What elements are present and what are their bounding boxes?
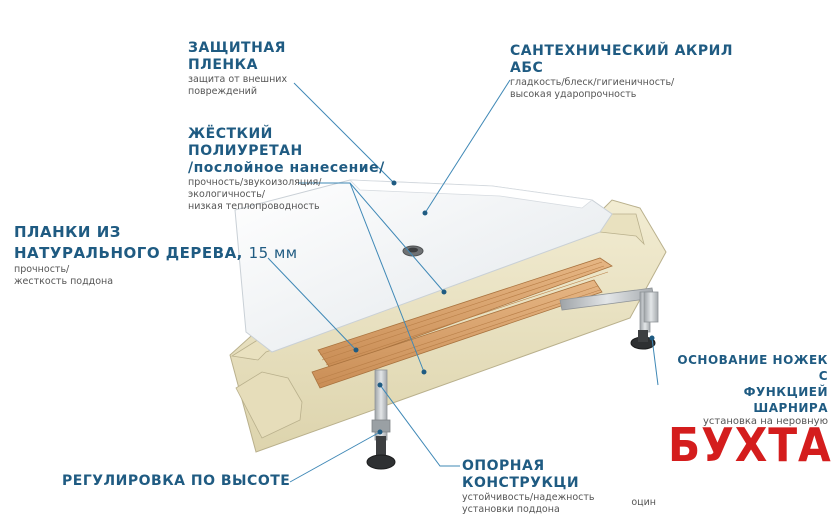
acrylic-title-1: САНТЕХНИЧЕСКИЙ АКРИЛ (510, 43, 733, 59)
wood-title-2: НАТУРАЛЬНОГО ДЕРЕВА, (14, 244, 243, 262)
label-leg-base: ОСНОВАНИЕ НОЖЕК С ФУНКЦИЕЙ ШАРНИРА устан… (668, 352, 828, 428)
polyurethane-desc-2: экологичность/ (188, 189, 266, 200)
acrylic-desc-2: высокая ударопрочность (510, 89, 637, 100)
leader-height (289, 431, 381, 483)
leader-protective-film (293, 82, 395, 184)
protective-film-title-1: ЗАЩИТНАЯ (188, 40, 286, 56)
wood-title-size: 15 мм (248, 244, 298, 262)
wood-desc-2: жесткость поддона (14, 276, 114, 287)
wood-desc-1: прочность/ (14, 264, 70, 275)
leader-lines (267, 79, 659, 483)
label-acrylic: САНТЕХНИЧЕСКИЙ АКРИЛ АБС гладкость/блеск… (510, 43, 733, 101)
label-height-adjust: РЕГУЛИРОВКА ПО ВЫСОТЕ (62, 473, 290, 490)
protective-film-desc-2: повреждений (188, 86, 258, 97)
label-support: ОПОРНАЯ КОНСТРУКЦИ устойчивость/надежнос… (462, 458, 658, 516)
polyurethane-desc-3: низкая теплопроводность (188, 201, 320, 212)
protective-film-title-2: ПЛЕНКА (188, 57, 258, 73)
acrylic-title-2: АБС (510, 60, 544, 76)
support-desc-tail: оцин (631, 497, 656, 508)
polyurethane-desc-1: прочность/звукоизоляция/ (188, 177, 322, 188)
acrylic-desc-1: гладкость/блеск/гигиеничность/ (510, 77, 675, 88)
support-title: ОПОРНАЯ КОНСТРУКЦИ (462, 458, 580, 491)
acrylic-rim (348, 179, 593, 209)
leader-leg-base (651, 337, 659, 386)
support-desc-block: устойчивость/надежность установки поддон… (462, 492, 658, 516)
polyurethane-title-2: ПОЛИУРЕТАН (188, 143, 303, 159)
brand-logo: БУХТА (668, 418, 832, 472)
label-wood-planks: ПЛАНКИ ИЗ НАТУРАЛЬНОГО ДЕРЕВА, 15 мм про… (14, 222, 298, 288)
label-protective-film: ЗАЩИТНАЯ ПЛЕНКА защита от внешних повреж… (188, 40, 287, 98)
leader-wood (267, 257, 357, 351)
height-adjust-title: РЕГУЛИРОВКА ПО ВЫСОТЕ (62, 473, 291, 489)
protective-film-desc-1: защита от внешних (188, 74, 288, 85)
support-desc-2: установки поддона (462, 504, 560, 515)
polyurethane-title-3: /послойное нанесение/ (188, 160, 385, 176)
support-desc-1: устойчивость/надежность (462, 492, 595, 503)
leader-dots (353, 180, 655, 435)
leg-left-foot (366, 454, 396, 470)
leader-polyurethane-2 (349, 182, 425, 373)
leader-acrylic (424, 79, 511, 214)
wood-title-1: ПЛАНКИ ИЗ (14, 223, 121, 241)
leader-support (379, 384, 460, 467)
leg-base-title-2: ФУНКЦИЕЙ ШАРНИРА (743, 385, 828, 415)
wood-title-2-row: НАТУРАЛЬНОГО ДЕРЕВА, 15 мм (14, 243, 298, 264)
leg-base-desc-1: установка на неровную (702, 416, 828, 427)
wood-plank (317, 257, 613, 369)
polyurethane-front-edge (235, 371, 303, 439)
leg-right-top (643, 291, 659, 323)
leg-base-title-1: ОСНОВАНИЕ НОЖЕК С (677, 353, 828, 383)
wood-plank-2 (311, 279, 603, 389)
label-polyurethane: ЖЁСТКИЙ ПОЛИУРЕТАН /послойное нанесение/… (188, 126, 385, 213)
polyurethane-title-1: ЖЁСТКИЙ (188, 126, 273, 142)
